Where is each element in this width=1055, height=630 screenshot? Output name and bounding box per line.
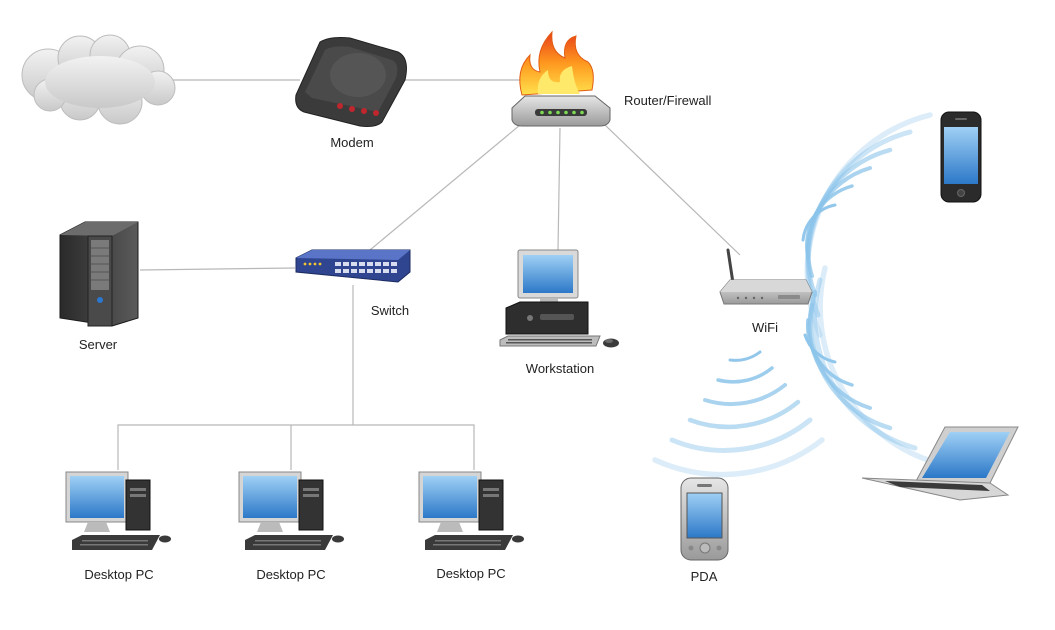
wifi-router-icon	[719, 248, 813, 305]
server-icon	[59, 221, 139, 327]
link-router-wifi	[604, 124, 741, 256]
link-desktop-bus	[117, 424, 475, 470]
link-router-workstation	[557, 127, 561, 251]
internet-cloud-icon	[21, 34, 176, 125]
desktop-pc-icon-1	[65, 471, 171, 550]
desktop-pc-label-3: Desktop PC	[436, 566, 506, 581]
pda-icon	[680, 477, 729, 561]
switch-icon	[295, 249, 411, 283]
desktop-pc-label-1: Desktop PC	[84, 567, 154, 582]
link-server-switch	[139, 267, 296, 271]
modem-label: Modem	[330, 135, 374, 150]
desktop-pc-icon-2	[238, 471, 344, 550]
workstation-icon	[499, 249, 619, 348]
desktop-pc-label-2: Desktop PC	[256, 567, 326, 582]
modem-icon	[295, 37, 407, 127]
laptop-icon	[861, 426, 1019, 501]
wifi-waves	[652, 112, 948, 478]
smartphone-icon	[940, 111, 982, 203]
router-firewall-label: Router/Firewall	[624, 93, 712, 108]
pda-label: PDA	[690, 569, 718, 584]
wifi-label: WiFi	[752, 320, 778, 335]
link-router-switch	[369, 124, 521, 251]
server-label: Server	[78, 337, 118, 352]
router-firewall-icon	[511, 30, 611, 127]
switch-label: Switch	[370, 303, 410, 318]
desktop-pc-icon-3	[418, 471, 524, 550]
connection-lines	[117, 79, 741, 470]
workstation-label: Workstation	[525, 361, 595, 376]
